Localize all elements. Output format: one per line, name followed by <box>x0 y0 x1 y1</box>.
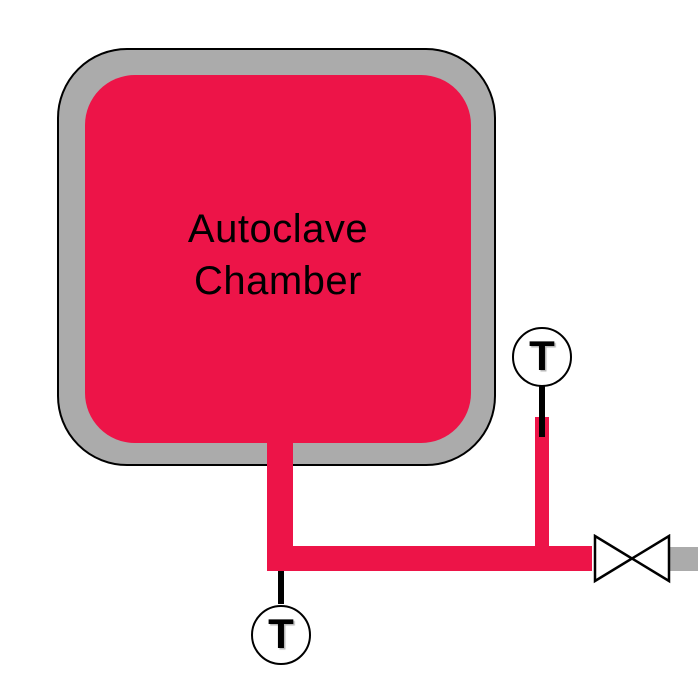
chamber-label-line1: Autoclave <box>187 207 369 251</box>
vent-pipe-vertical <box>535 417 549 552</box>
chamber-interior <box>85 75 471 443</box>
valve-right-triangle <box>629 534 671 584</box>
valve-left-triangle <box>593 534 635 584</box>
top-sensor-stem <box>539 386 545 437</box>
chamber-label: Autoclave Chamber <box>85 203 471 307</box>
temperature-sensor-top: T <box>512 327 572 387</box>
outlet-pipe-stub <box>668 547 698 571</box>
valve-icon <box>593 534 671 584</box>
temperature-sensor-bottom: T <box>251 605 311 665</box>
drain-pipe-horizontal <box>267 546 592 571</box>
temperature-sensor-bottom-label: T <box>268 609 294 657</box>
temperature-sensor-top-label: T <box>529 331 555 379</box>
bottom-sensor-stem <box>278 571 284 604</box>
chamber-label-line2: Chamber <box>193 259 362 303</box>
